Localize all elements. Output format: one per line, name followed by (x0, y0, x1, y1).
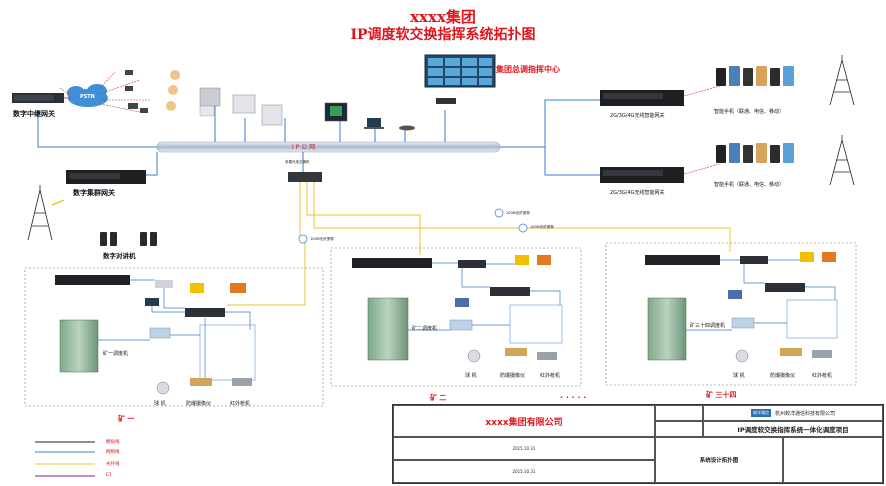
title-block-date1: 2015.10.31 (512, 446, 536, 451)
legend-e1-line: E1 (106, 473, 112, 478)
label-multimode-switch: 多模光电交换机 (285, 160, 310, 164)
site2-ir-gun: 红外枪机 (540, 373, 561, 379)
smartphones-top (716, 66, 794, 86)
site3-links (686, 259, 836, 331)
label-fiber-1: 100M光纤宽带 (310, 237, 334, 241)
site3-devices (645, 252, 838, 363)
site3-ball-camera: 球 机 (733, 373, 745, 379)
fiber-lines (227, 182, 731, 306)
recording-server (199, 87, 221, 107)
smartphones-bottom (716, 143, 794, 163)
site2-explosion-camera: 防爆摄像仪 (500, 373, 526, 379)
company-title: xxxx集团 (410, 8, 476, 26)
site1-devices (55, 275, 256, 395)
site2-ball-camera: 球 机 (465, 373, 477, 379)
laptop (367, 118, 381, 127)
label-fiber-3: 100M光纤宽带 (530, 225, 554, 229)
site-box-1 (24, 267, 324, 407)
label-ip-network: I P 公 网 (292, 144, 316, 151)
network-lines (37, 99, 603, 176)
label-fiber-2: 100M光纤宽带 (506, 211, 530, 215)
title-block-row3: 2015.10.31 (393, 460, 655, 483)
logo-badge: 蛟洋通信 (750, 409, 771, 417)
site-box-3 (605, 242, 857, 386)
phone-icons (125, 70, 148, 113)
site1-name: 矿 一 (118, 415, 135, 423)
label-pstn: PSTN (80, 94, 95, 100)
label-gateway-top: 2G/3G/4G无线智能网关 (610, 113, 665, 119)
tower-bottom (829, 135, 855, 186)
user-avatars (166, 70, 180, 111)
site-ellipsis: · · · · · (560, 393, 587, 402)
site2-dispatcher: 矿二调度机 (412, 326, 438, 332)
label-digital-walkie-talkie: 数字对讲机 (103, 252, 136, 260)
pstn-cloud (67, 84, 108, 107)
legend-analog-line: 模拟线 (106, 440, 120, 445)
multimode-switch-device (288, 172, 322, 182)
label-digital-cluster-gateway: 数字集群网关 (73, 189, 115, 197)
site1-explosion-camera: 防爆摄像仪 (186, 401, 212, 407)
softswitch-server-backup (261, 104, 283, 126)
tower-left (27, 185, 53, 241)
title-block-cell-c (783, 437, 883, 483)
title-block-cell-a (655, 405, 703, 421)
ip-network-bus (156, 141, 501, 153)
label-gateway-bottom: 2G/3G/4G无线智能网关 (610, 190, 665, 196)
site2-links (408, 262, 561, 331)
title-block-row2: 2015.10.31 (393, 437, 655, 460)
site1-dispatcher: 矿一调度机 (103, 351, 129, 357)
tower-top (829, 55, 855, 106)
site-box-2 (330, 247, 582, 387)
label-smartphone-bottom: 智能手机（联通、电信、移动） (714, 182, 785, 188)
title-block-project: IP调度软交换指挥系统一体化调度项目 (703, 421, 883, 437)
label-command-center: 集团总调指挥中心 (496, 65, 560, 74)
site1-ball-camera: 球 机 (154, 401, 166, 407)
title-block-date2: 2015.10.31 (512, 469, 536, 474)
site1-ir-gun: 红外枪机 (230, 401, 251, 407)
site1-links (98, 279, 251, 378)
desk-microphone (399, 125, 415, 131)
title-block-supplier: 蛟洋通信 杭州蛟洋通信科技有限公司 (703, 405, 883, 421)
title-block: xxxx集团有限公司 蛟洋通信 杭州蛟洋通信科技有限公司 IP调度软交换指挥系统… (392, 404, 884, 484)
site3-ir-gun: 红外枪机 (812, 373, 833, 379)
title-block-drawing-name: 系统设计拓扑图 (655, 437, 783, 483)
supplier-name: 杭州蛟洋通信科技有限公司 (774, 410, 835, 417)
site3-name: 矿 三十四 (706, 391, 737, 399)
legend-fiber-line: 光纤线 (106, 462, 120, 467)
walkie-talkies (100, 232, 157, 246)
site3-dispatcher: 矿三十四调度机 (690, 323, 726, 329)
diagram-title: IP调度软交换指挥系统拓扑图 (350, 27, 536, 43)
title-block-cell-b (655, 421, 703, 437)
legend-lines (35, 441, 95, 477)
softswitch-server-main (232, 94, 256, 114)
label-digital-trunk-gateway: 数字中继网关 (13, 110, 55, 118)
label-smartphone-top: 智能手机（联通、电信、移动） (714, 109, 785, 115)
video-wall (424, 54, 496, 88)
site2-devices (352, 255, 563, 363)
site2-name: 矿 二 (430, 394, 447, 402)
legend-network-line: 网络线 (106, 450, 120, 455)
fiber-icons (298, 208, 528, 244)
title-block-owner: xxxx集团有限公司 (393, 405, 655, 437)
site3-explosion-camera: 防爆摄像仪 (770, 373, 796, 379)
network-recorder (436, 98, 456, 104)
